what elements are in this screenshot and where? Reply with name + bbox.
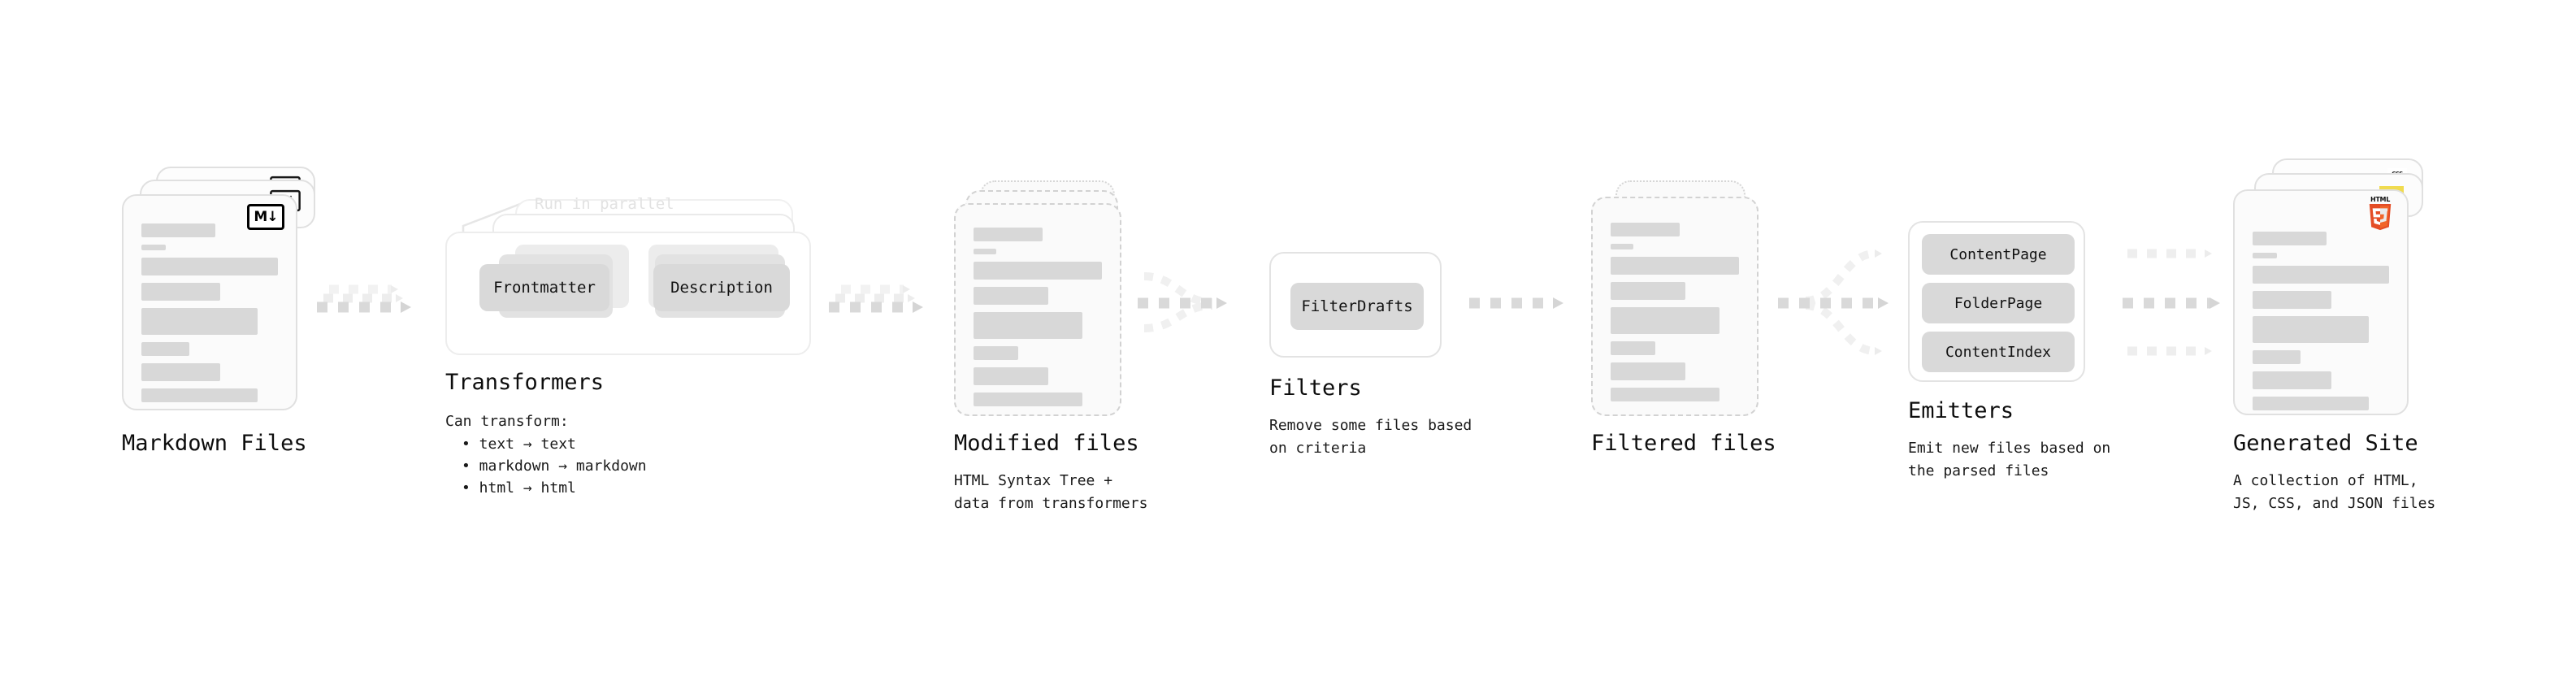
filter-plugin-group: FilterDrafts	[1269, 252, 1442, 358]
plugin-chip-description[interactable]: Description	[653, 264, 790, 311]
skeleton-line	[141, 223, 215, 237]
stage-transformers: Frontmatter Description	[445, 199, 827, 362]
skeleton-line	[974, 228, 1043, 241]
plugin-chip-folderpage[interactable]: FolderPage	[1922, 283, 2075, 323]
skeleton-line	[141, 245, 167, 250]
skeleton-line	[1611, 341, 1656, 355]
skeleton-line	[974, 367, 1048, 385]
stage-modified-files	[954, 180, 1141, 416]
stage-filtered-files	[1591, 180, 1778, 416]
file-skeleton	[974, 228, 1102, 414]
stage-title-modified-files: Modified files	[954, 431, 1139, 456]
skeleton-line	[1611, 362, 1685, 380]
stage-emitters: ContentPage FolderPage ContentIndex	[1908, 221, 2085, 382]
html5-wordmark: HTML	[2370, 196, 2390, 203]
skeleton-line	[2253, 397, 2369, 410]
stage-desc-filters: Remove some files based on criteria	[1269, 417, 1472, 457]
file-card-front: M↓	[122, 194, 297, 410]
skeleton-line	[974, 312, 1083, 339]
connector-transformers-to-modified	[829, 284, 923, 313]
file-card-front	[954, 203, 1121, 416]
transformers-bullet-2: • html → html	[462, 479, 576, 497]
skeleton-line	[141, 308, 258, 335]
skeleton-line	[141, 363, 221, 381]
skeleton-line	[2253, 350, 2301, 364]
file-card-front: HTML	[2233, 189, 2409, 415]
skeleton-line	[2253, 371, 2332, 389]
stage-title-emitters: Emitters	[1908, 398, 2014, 423]
stage-title-transformers: Transformers	[445, 370, 605, 395]
skeleton-line	[974, 287, 1048, 305]
connector-emitters-to-site	[2123, 249, 2220, 356]
skeleton-line	[1611, 388, 1720, 401]
file-skeleton	[141, 223, 278, 410]
stage-filters: FilterDrafts	[1269, 252, 1442, 358]
transformers-bullet-1: • markdown → markdown	[462, 458, 647, 475]
html5-icon: HTML	[2365, 196, 2396, 232]
modified-file-stack	[954, 180, 1141, 416]
skeleton-line	[1611, 244, 1634, 249]
skeleton-line	[974, 393, 1083, 406]
stage-title-generated-site: Generated Site	[2233, 431, 2418, 456]
stage-title-filtered-files: Filtered files	[1591, 431, 1776, 456]
plugin-chip-filterdrafts[interactable]: FilterDrafts	[1290, 283, 1424, 330]
skeleton-line	[2253, 266, 2389, 284]
transformer-plugin-stack: Frontmatter Description	[445, 199, 827, 362]
markdown-icon: M↓	[247, 204, 284, 230]
html5-shield	[2369, 204, 2392, 231]
skeleton-line	[1611, 257, 1739, 275]
markdown-file-stack: M↓ M↓ M↓	[122, 167, 333, 410]
skeleton-line	[2253, 253, 2278, 258]
file-skeleton	[2253, 232, 2389, 418]
stage-title-markdown-files: Markdown Files	[122, 431, 307, 456]
skeleton-line	[1611, 282, 1685, 300]
stage-desc-generated-site: A collection of HTML, JS, CSS, and JSON …	[2233, 472, 2436, 512]
skeleton-line	[2253, 232, 2327, 245]
skeleton-line	[1611, 307, 1720, 334]
skeleton-line	[141, 388, 258, 402]
emitter-plugin-group: ContentPage FolderPage ContentIndex	[1908, 221, 2085, 382]
skeleton-line	[141, 342, 189, 356]
skeleton-line	[1611, 223, 1680, 236]
filtered-file-stack	[1591, 180, 1778, 416]
skeleton-line	[2253, 291, 2332, 309]
skeleton-line	[974, 262, 1102, 280]
transformers-bullets-intro: Can transform:	[445, 413, 569, 430]
plugin-chip-frontmatter[interactable]: Frontmatter	[479, 264, 609, 311]
transformers-bullet-0: • text → text	[462, 436, 576, 453]
stage-desc-emitters: Emit new files based on the parsed files	[1908, 440, 2111, 479]
connector-modified-to-filters	[1138, 272, 1227, 332]
skeleton-line	[141, 258, 278, 275]
site-file-stack: CSS JS HTML	[2233, 158, 2436, 419]
stage-generated-site: CSS JS HTML	[2233, 158, 2436, 419]
stage-title-filters: Filters	[1269, 375, 1362, 401]
skeleton-line	[974, 249, 997, 254]
plugin-chip-contentpage[interactable]: ContentPage	[1922, 234, 2075, 275]
skeleton-line	[141, 283, 221, 301]
skeleton-line	[974, 346, 1019, 360]
stage-desc-modified-files: HTML Syntax Tree + data from transformer…	[954, 472, 1148, 512]
file-card-front	[1591, 197, 1759, 416]
connector-filtered-to-emitters	[1778, 249, 1889, 355]
stage-markdown-files: M↓ M↓ M↓	[122, 167, 333, 410]
plugin-chip-contentindex[interactable]: ContentIndex	[1922, 332, 2075, 372]
run-in-parallel-label: Run in parallel	[535, 195, 674, 213]
file-skeleton	[1611, 223, 1739, 409]
skeleton-line	[2253, 316, 2369, 343]
